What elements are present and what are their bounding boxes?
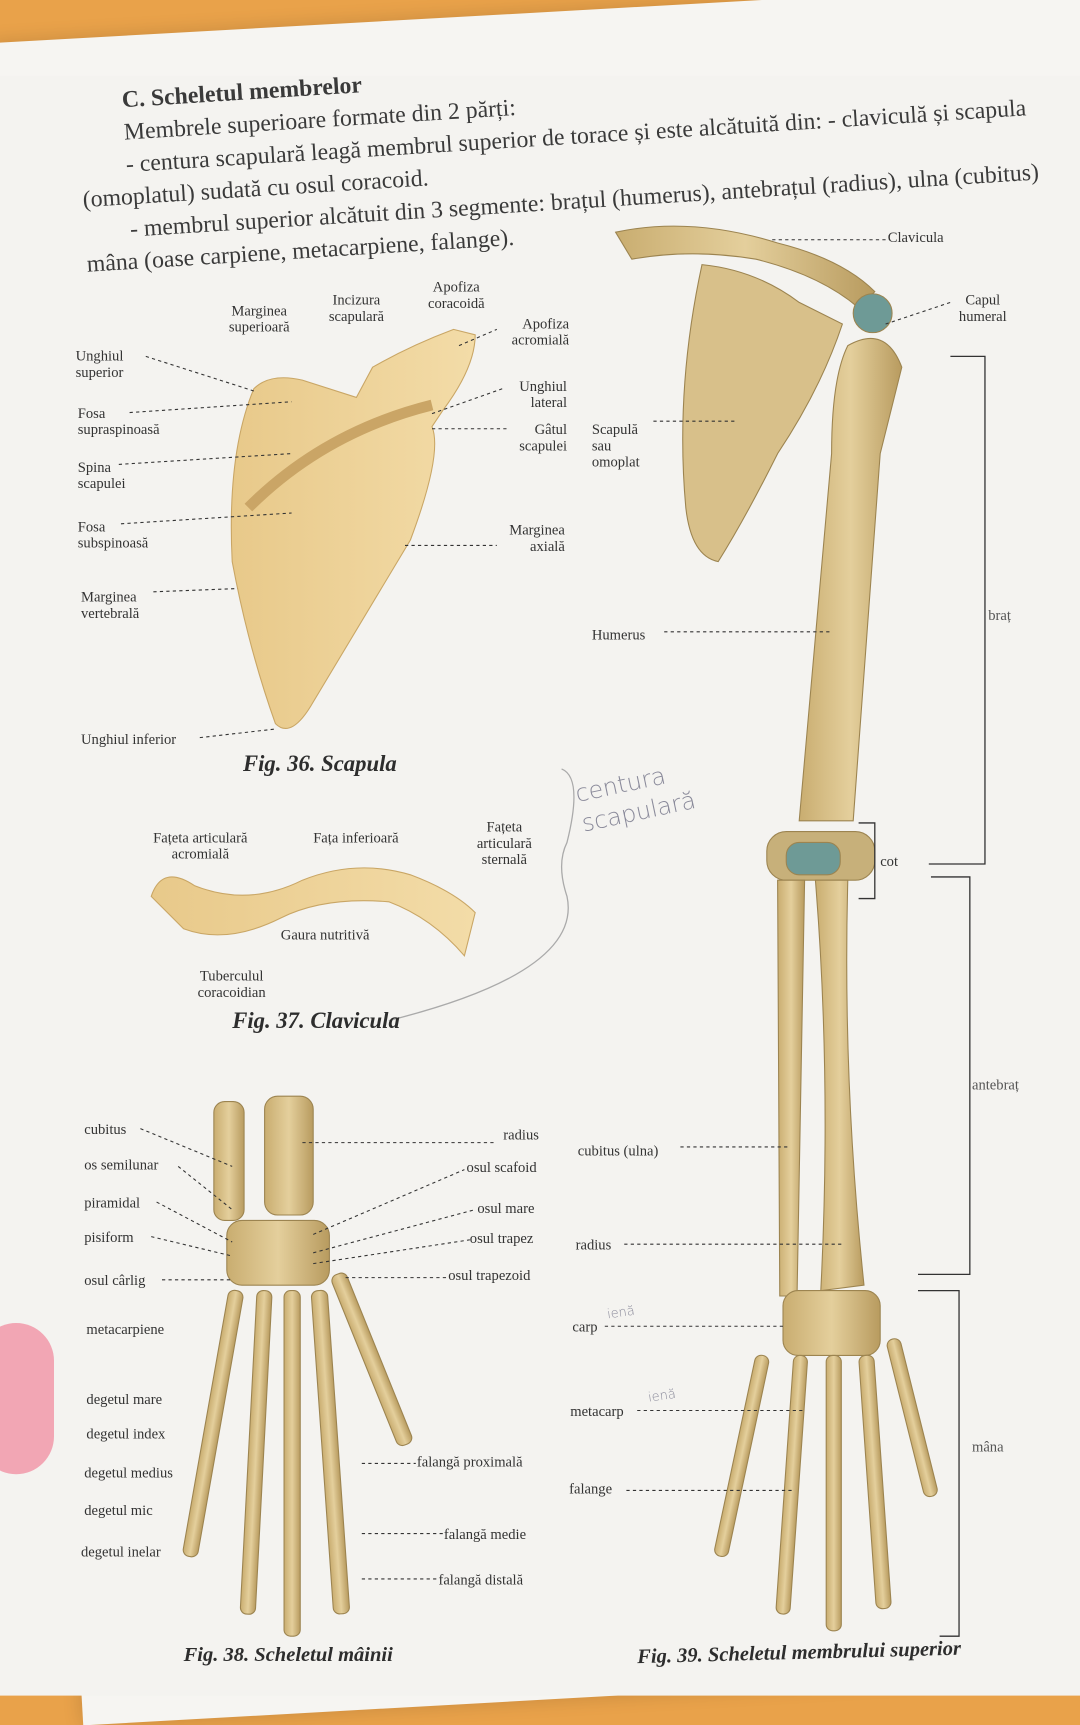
label-marginea-superioara: Marginea superioară	[228, 302, 290, 335]
label-degetul-index: degetul index	[86, 1425, 166, 1442]
label-os-semilunar: os semilunar	[84, 1156, 159, 1173]
segment-cot: cot	[880, 853, 899, 870]
label-clavicula: Clavicula	[887, 228, 944, 246]
label-degetul-mic: degetul mic	[84, 1502, 153, 1519]
label-unghiul-lateral: Unghiul lateral	[519, 378, 567, 411]
label-osul-trapezoid: osul trapezoid	[448, 1266, 531, 1284]
label-tuberculul-coracoidian: Tuberculul coracoidian	[197, 967, 266, 1001]
label-fateta-acromiala: Fațeta articulară acromială	[153, 829, 248, 862]
label-unghiul-inferior: Unghiul inferior	[81, 731, 177, 748]
hand-drawing	[182, 1095, 413, 1637]
label-gatul-scapulei: Gâtul scapulei	[519, 421, 567, 454]
label-capul-humeral: Capul humeral	[958, 291, 1007, 324]
label-piramidal: piramidal	[84, 1194, 141, 1211]
label-cubitus-ulna: cubitus (ulna)	[577, 1142, 659, 1159]
label-fosa-supraspinoasa: Fosa supraspinoasă	[77, 405, 160, 438]
segment-antebrat: antebraț	[972, 1076, 1019, 1093]
label-degetul-mare: degetul mare	[86, 1391, 163, 1408]
label-fosa-subspinoasa: Fosa subspinoasă	[77, 518, 149, 551]
label-marginea-vertebrala: Marginea vertebrală	[81, 588, 140, 621]
upper-limb-drawing	[614, 225, 938, 1632]
label-metacarp: metacarp	[570, 1402, 624, 1420]
segment-mana: mâna	[972, 1438, 1004, 1455]
fig38-caption: Fig. 38. Scheletul mâinii	[183, 1643, 393, 1667]
label-apofiza-coracoida: Apofiza coracoidă	[427, 278, 485, 312]
label-incizura-scapulara: Incizura scapulară	[328, 291, 384, 324]
label-fateta-sternala: Fațeta articulară sternală	[476, 818, 532, 868]
label-osul-trapez: osul trapez	[469, 1230, 534, 1247]
label-fata-inferioara: Fața inferioară	[313, 829, 399, 846]
label-falanga-distala: falangă distală	[438, 1571, 524, 1588]
label-degetul-medius: degetul medius	[84, 1464, 173, 1481]
label-humerus: Humerus	[591, 626, 646, 643]
label-falange: falange	[569, 1480, 613, 1497]
label-unghiul-superior: Unghiul superior	[75, 347, 124, 381]
label-osul-mare: osul mare	[477, 1199, 535, 1217]
label-carp: carp	[572, 1318, 598, 1335]
label-radius-fig39: radius	[575, 1236, 612, 1253]
label-gaura-nutritiva: Gaura nutritivă	[280, 926, 370, 943]
label-falanga-proximala: falangă proximală	[416, 1453, 523, 1470]
segment-brat: braț	[988, 606, 1011, 624]
label-metacarpiene: metacarpiene	[86, 1320, 165, 1338]
label-scapula-omoplat: Scapulă sau omoplat	[591, 421, 640, 470]
label-marginea-axiala: Marginea axială	[509, 521, 565, 555]
label-pisiform: pisiform	[84, 1229, 134, 1246]
fig36-caption: Fig. 36. Scapula	[243, 750, 397, 777]
fig37-caption: Fig. 37. Clavicula	[232, 1007, 400, 1034]
label-apofiza-acromiala: Apofiza acromială	[511, 315, 570, 348]
label-spina-scapulei: Spina scapulei	[77, 459, 126, 492]
label-falanga-medie: falangă medie	[443, 1526, 527, 1543]
label-degetul-inelar: degetul inelar	[81, 1543, 161, 1560]
label-cubitus: cubitus	[84, 1121, 127, 1138]
scapula-drawing	[230, 328, 476, 729]
finger	[0, 1323, 55, 1475]
clavicle-drawing	[150, 867, 476, 957]
label-radius: radius	[503, 1126, 539, 1143]
label-osul-scafoid: osul scafoid	[466, 1158, 537, 1176]
segment-brackets	[388, 355, 986, 1637]
label-osul-carlig: osul cârlig	[84, 1272, 146, 1289]
